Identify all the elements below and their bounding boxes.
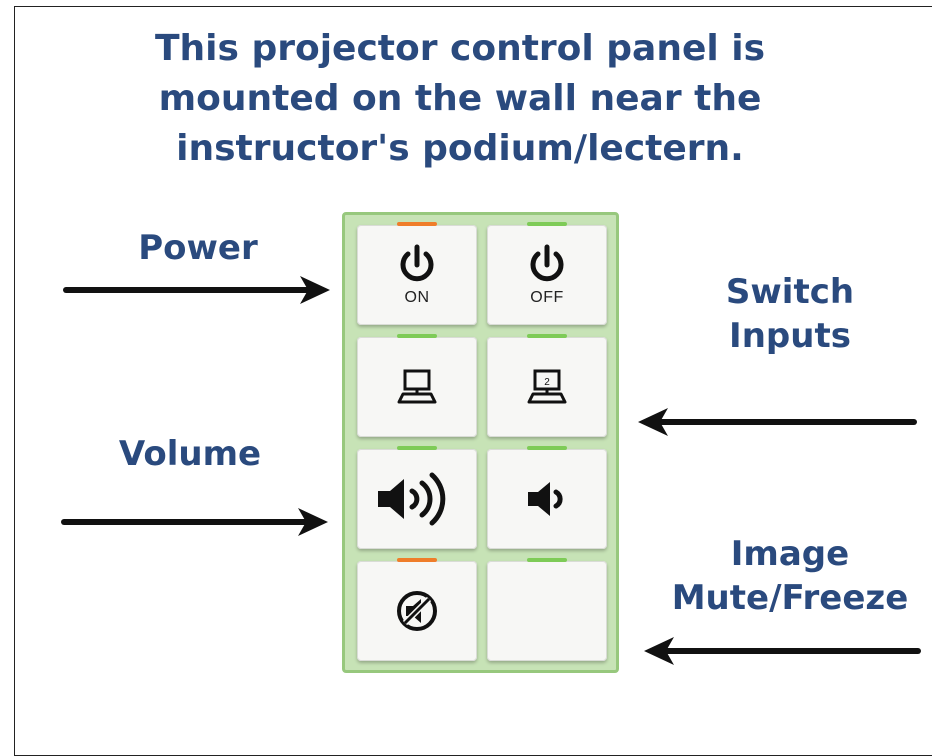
speaker-soft-icon [522, 474, 572, 524]
computer-icon [395, 367, 439, 407]
indicator-led [527, 222, 567, 226]
power-label: Power [138, 228, 258, 268]
volume-up-button[interactable] [357, 446, 477, 549]
power-on-button[interactable]: ON [357, 222, 477, 325]
indicator-led [527, 334, 567, 338]
freeze-button[interactable] [487, 558, 607, 661]
mute-button[interactable] [357, 558, 477, 661]
computer-icon: 2 [525, 367, 569, 407]
power-off-button[interactable]: OFF [487, 222, 607, 325]
speaker-loud-icon [374, 469, 460, 529]
mute-icon [394, 588, 440, 634]
input-number-badge: 2 [544, 377, 550, 388]
indicator-led [397, 446, 437, 450]
image-mute-freeze-label: Image Mute/Freeze [671, 534, 909, 618]
power-icon [525, 243, 569, 287]
indicator-led [527, 446, 567, 450]
page-title: This projector control panel is mounted … [154, 28, 766, 169]
power-arrow [63, 276, 330, 304]
input-1-button[interactable] [357, 334, 477, 437]
indicator-led [397, 558, 437, 562]
indicator-led [397, 222, 437, 226]
indicator-led [397, 334, 437, 338]
switch-inputs-label: Switch Inputs [725, 272, 855, 356]
image-mute-freeze-arrow [644, 637, 921, 665]
volume-label: Volume [118, 434, 262, 474]
volume-down-button[interactable] [487, 446, 607, 549]
projector-control-panel: ON OFF 2 [342, 212, 619, 673]
power-icon [395, 243, 439, 287]
input-2-button[interactable]: 2 [487, 334, 607, 437]
switch-inputs-arrow [638, 408, 917, 436]
power-off-caption: OFF [530, 289, 564, 306]
volume-arrow [61, 508, 328, 536]
power-on-caption: ON [404, 289, 430, 306]
indicator-led [527, 558, 567, 562]
